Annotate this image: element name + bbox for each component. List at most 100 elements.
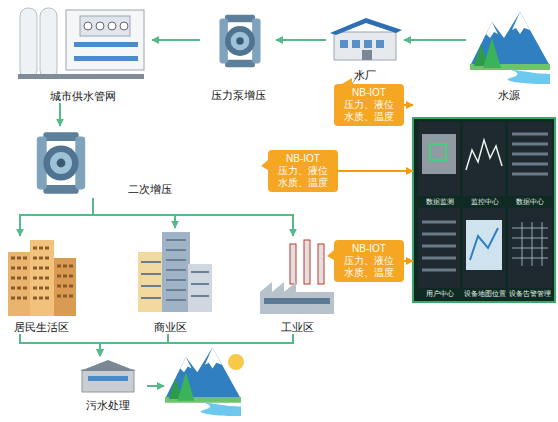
chimney	[290, 244, 296, 284]
node-label: 二次增压	[128, 183, 172, 196]
treatment-stripe	[88, 376, 128, 381]
app-panel	[413, 118, 555, 302]
control-frame	[66, 10, 144, 70]
pipe	[74, 42, 138, 47]
window	[352, 40, 360, 48]
outflow-mountain	[165, 348, 241, 416]
node-label: 压力泵增压	[211, 89, 266, 102]
phone-screen	[463, 122, 505, 196]
pressure-pump: 压力泵增压	[200, 10, 276, 102]
calendar-grid	[512, 222, 548, 266]
node-label: 水源	[498, 89, 520, 102]
sun	[228, 354, 244, 370]
screen-caption: 监控中心	[463, 198, 507, 206]
sensor-link-arrow	[404, 104, 413, 106]
callout-text: NB-IOT 压力、液位 水质、温度	[338, 87, 400, 123]
gauge	[84, 22, 92, 30]
list-rows	[512, 134, 548, 174]
flow-arrow	[93, 198, 293, 236]
window	[364, 40, 372, 48]
filter-tank	[40, 8, 57, 78]
flow-arrow	[276, 39, 326, 41]
map-view	[466, 220, 502, 270]
node-label: 水厂	[354, 69, 376, 82]
windows	[11, 248, 73, 298]
phone-screen	[418, 122, 460, 196]
phone-screen	[508, 208, 552, 288]
filter-tank	[20, 8, 37, 78]
supply-network: 城市供水管网	[14, 3, 152, 103]
flow-arrow	[100, 334, 293, 356]
windows	[141, 240, 209, 300]
detect-box	[430, 144, 446, 160]
screen-caption: 设备地图位置	[463, 290, 507, 298]
outflow-arrow	[147, 385, 164, 387]
screen-caption: 数据监测	[418, 198, 462, 206]
residential-area: 居民生活区	[2, 236, 80, 334]
secondary-pump	[37, 132, 85, 194]
flow-arrow	[20, 198, 93, 236]
callout-tail	[327, 250, 334, 260]
flow-arrow	[404, 39, 466, 41]
flow-arrow	[100, 334, 168, 356]
screen-caption: 用户中心	[418, 290, 462, 298]
sensor-callout: NB-IOT 压力、液位 水质、温度	[334, 240, 404, 282]
water-source: 水源	[466, 4, 552, 102]
sewage-treatment: 污水处理	[66, 356, 150, 412]
water-source-mountain	[470, 12, 550, 84]
sensor-link-arrow	[404, 260, 413, 262]
camera-image	[422, 134, 456, 174]
sensor-callout: NB-IOT 压力、液位 水质、温度	[334, 84, 404, 126]
sensor-callout: NB-IOT 压力、液位 水质、温度	[268, 150, 338, 192]
treatment-building	[82, 370, 134, 392]
node-label: 污水处理	[86, 399, 130, 412]
gauge	[108, 22, 116, 30]
node-label: 城市供水管网	[50, 90, 116, 103]
callout-text: NB-IOT 压力、液位 水质、温度	[338, 243, 400, 279]
node-label: 商业区	[154, 321, 187, 334]
booster-pump	[219, 15, 260, 67]
base	[18, 74, 144, 79]
residential-building	[8, 252, 30, 316]
node-label: 居民生活区	[14, 321, 69, 334]
window	[376, 40, 384, 48]
commercial-area: 商业区	[124, 228, 216, 334]
phone-screen	[463, 208, 505, 288]
screen-caption: 设备告警管理	[508, 290, 552, 298]
screen-caption: 数据中心	[508, 198, 552, 206]
control-panel	[80, 16, 130, 36]
gauge	[120, 22, 128, 30]
map-route	[470, 228, 498, 260]
industrial-area: 工业区	[256, 236, 338, 334]
flow-arrow	[152, 39, 200, 41]
door	[362, 50, 372, 60]
callout-text: NB-IOT 压力、液位 水质、温度	[272, 153, 334, 189]
plant-building	[334, 32, 396, 60]
gauge	[96, 22, 104, 30]
chimney	[304, 240, 310, 284]
treatment-roof	[80, 360, 136, 371]
factory-windows	[264, 298, 330, 304]
flow-arrow	[20, 334, 100, 356]
flow-arrow	[93, 198, 175, 228]
callout-tail	[261, 160, 268, 170]
monitor-app-panel: 数据监测监控中心数据中心用户中心设备地图位置设备告警管理	[413, 118, 555, 302]
node-label: 工业区	[281, 321, 314, 334]
plant-roof	[330, 18, 402, 35]
list-rows	[422, 222, 456, 270]
flow-arrow	[59, 103, 61, 126]
phone-screen	[508, 122, 552, 196]
chimney	[318, 244, 324, 284]
window	[340, 40, 348, 48]
phone-screen	[418, 208, 460, 288]
secondary-boost: 二次增压	[26, 126, 172, 198]
sensor-link-arrow	[338, 170, 413, 172]
water-plant: 水厂	[326, 16, 404, 82]
factory-hall	[260, 282, 334, 314]
chart-line	[466, 140, 502, 170]
pipe	[74, 56, 138, 61]
